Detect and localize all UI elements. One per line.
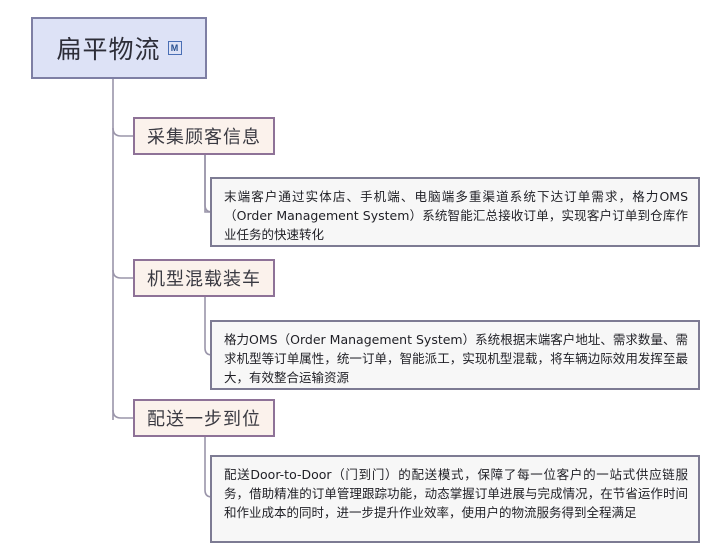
marker-badge-icon: M <box>167 41 182 55</box>
topic-label-1: 采集顾客信息 <box>147 127 261 148</box>
detail-text-2: 格力OMS（Order Management System）系统根据末端客户地址… <box>224 332 688 385</box>
detail-text-3: 配送Door-to-Door（门到门）的配送模式，保障了每一位客户的一站式供应链… <box>224 467 688 520</box>
topic-node-2[interactable]: 机型混载装车 <box>133 259 275 297</box>
topic-node-1[interactable]: 采集顾客信息 <box>133 117 275 155</box>
root-node[interactable]: 扁平物流 M <box>31 17 207 79</box>
detail-node-2: 格力OMS（Order Management System）系统根据末端客户地址… <box>210 320 700 390</box>
detail-node-3: 配送Door-to-Door（门到门）的配送模式，保障了每一位客户的一站式供应链… <box>210 455 700 543</box>
topic-node-3[interactable]: 配送一步到位 <box>133 399 275 437</box>
topic-label-3: 配送一步到位 <box>147 409 261 430</box>
detail-node-1: 末端客户通过实体店、手机端、电脑端多重渠道系统下达订单需求，格力OMS（Orde… <box>210 177 700 247</box>
detail-text-1: 末端客户通过实体店、手机端、电脑端多重渠道系统下达订单需求，格力OMS（Orde… <box>224 189 688 242</box>
root-title: 扁平物流 <box>56 35 161 64</box>
topic-label-2: 机型混载装车 <box>147 269 261 290</box>
